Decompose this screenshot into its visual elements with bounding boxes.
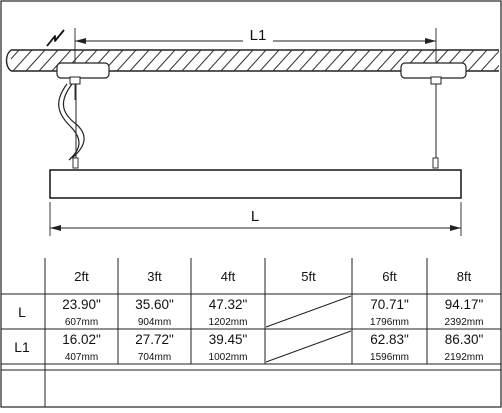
column-header: 3ft <box>147 269 162 284</box>
power-feed-icon <box>46 29 65 47</box>
ceiling-hatch-line <box>25 50 46 71</box>
cell-inches: 94.17" <box>445 297 484 312</box>
cell-mm: 1002mm <box>209 352 248 363</box>
ceiling-hatch-line <box>493 64 499 71</box>
cell-inches: 16.02" <box>62 332 101 347</box>
ceiling-hatch-line <box>272 50 293 71</box>
ceiling-hatch-line <box>116 50 137 71</box>
ceiling-hatch-line <box>337 50 358 71</box>
cell-mm: 1202mm <box>209 317 248 328</box>
unavailable-slash-l1 <box>265 330 352 363</box>
row-label: L <box>18 304 26 320</box>
column-header: 5ft <box>301 269 316 284</box>
cell-mm: 1796mm <box>370 317 409 328</box>
linear-fixture-body <box>49 169 462 199</box>
cell-inches: 27.72" <box>135 332 174 347</box>
ceiling-hatch-line <box>480 50 499 71</box>
ceiling-hatch-line <box>168 50 189 71</box>
dimension-l: L <box>49 202 462 236</box>
cell-mm: 1596mm <box>370 352 409 363</box>
ceiling-hatch-line <box>363 50 384 71</box>
dimension-l1: L1 <box>74 27 437 100</box>
dimension-l-label: L <box>251 208 259 225</box>
ceiling-hatch-line <box>376 50 397 71</box>
ceiling-hatch-line <box>194 50 215 71</box>
column-header: 4ft <box>221 269 236 284</box>
ceiling-hatch-line <box>142 50 163 71</box>
ceiling-hatch-line <box>298 50 319 71</box>
column-header: 8ft <box>457 269 472 284</box>
cell-mm: 704mm <box>138 352 171 363</box>
cell-mm: 407mm <box>65 352 98 363</box>
ceiling-hatch-line <box>220 50 241 71</box>
canopy-left <box>56 62 110 85</box>
ceiling-hatch-line <box>350 50 371 71</box>
row-label: L1 <box>14 339 30 355</box>
cell-inches: 39.45" <box>209 332 248 347</box>
ceiling-hatch-line <box>324 50 345 71</box>
ceiling-hatch-line <box>181 50 202 71</box>
cell-mm: 2392mm <box>445 317 484 328</box>
ceiling-hatch-line <box>38 50 59 71</box>
ceiling-hatch-line <box>285 50 306 71</box>
unavailable-slash-l <box>265 295 352 328</box>
cell-inches: 62.83" <box>370 332 409 347</box>
ceiling-hatch-line <box>207 50 228 71</box>
cell-inches: 35.60" <box>135 297 174 312</box>
ceiling-hatch-line <box>246 50 267 71</box>
ceiling-hatch-line <box>311 50 332 71</box>
ceiling-hatch-line <box>11 50 20 60</box>
cell-inches: 23.90" <box>62 297 101 312</box>
cell-mm: 904mm <box>138 317 171 328</box>
ceiling-hatch-line <box>155 50 176 71</box>
cell-mm: 2192mm <box>445 352 484 363</box>
ceiling-hatch-line <box>467 50 488 71</box>
column-header: 2ft <box>74 269 89 284</box>
ceiling-hatch-line <box>129 50 150 71</box>
cell-inches: 70.71" <box>370 297 409 312</box>
cell-mm: 607mm <box>65 317 98 328</box>
dimension-l1-label: L1 <box>250 27 267 44</box>
ceiling-hatch-line <box>12 50 33 71</box>
column-header: 6ft <box>382 269 397 284</box>
suspension-cables <box>58 83 439 169</box>
cell-inches: 86.30" <box>445 332 484 347</box>
dimension-table: 2ft 3ft 4ft 5ft 6ft 8ft L 23.90" 607mm 3… <box>1 258 501 407</box>
canopy-right <box>400 62 467 85</box>
ceiling-hatch-line <box>51 50 72 71</box>
ceiling-hatch-line <box>233 50 254 71</box>
cell-inches: 47.32" <box>209 297 248 312</box>
ceiling-hatch-line <box>259 50 280 71</box>
ceiling-hatch-line <box>389 50 410 71</box>
